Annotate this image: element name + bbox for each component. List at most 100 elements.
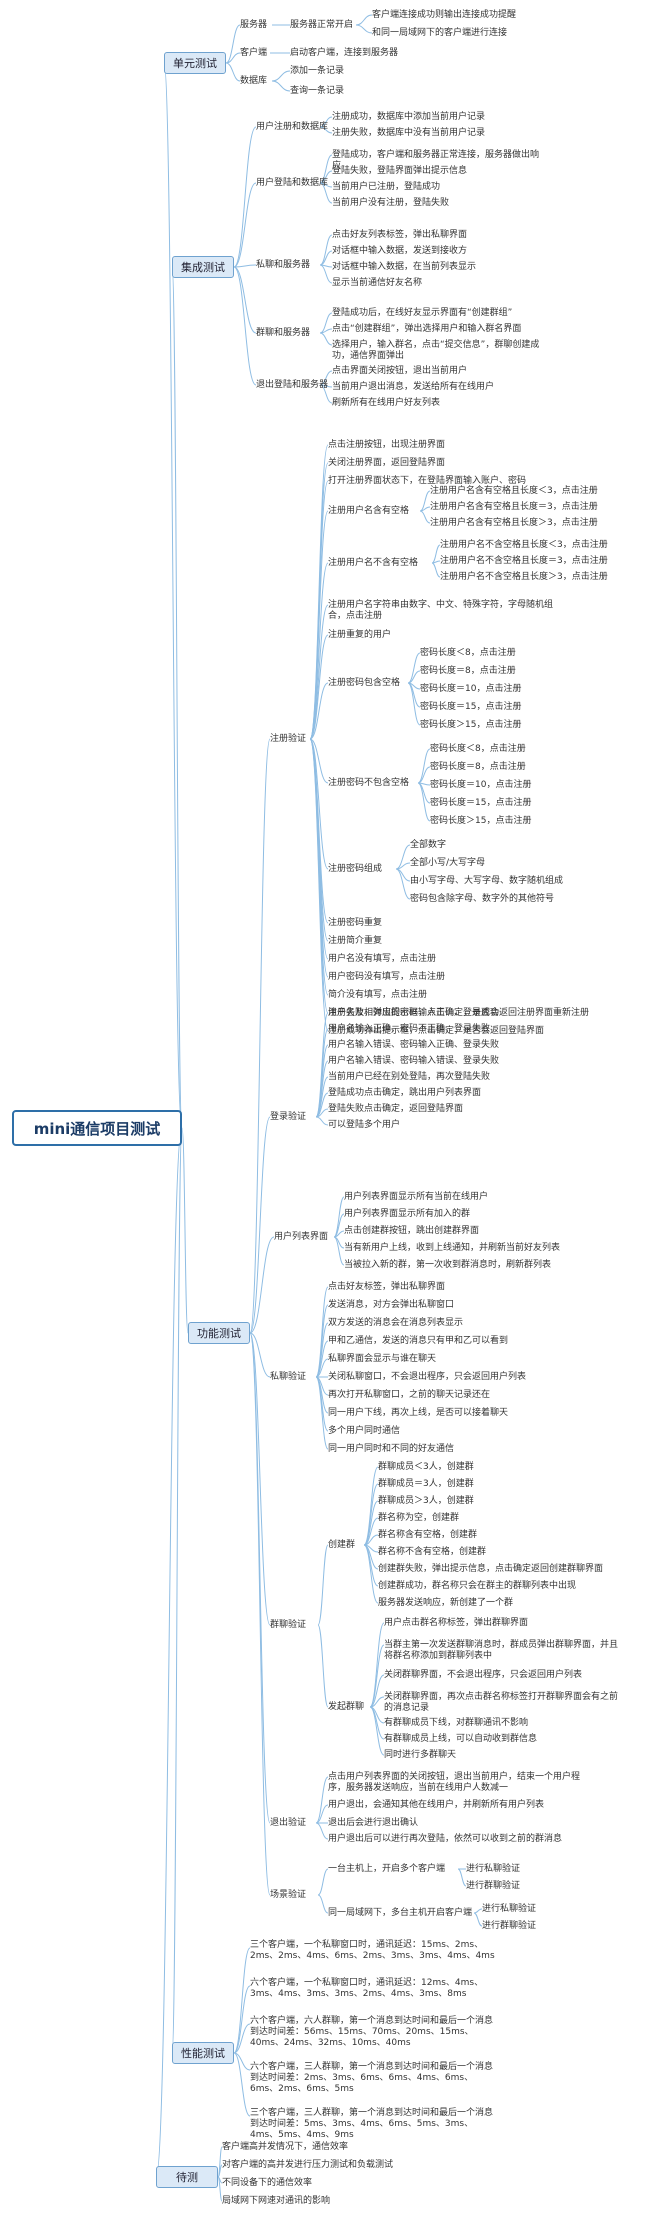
register-subgroup[interactable]: 注册用户名含有空格 [328,506,410,516]
integration-item[interactable]: 当前用户已注册，登陆成功 [332,182,441,192]
integration-item[interactable]: 刷新所有在线用户好友列表 [332,398,441,408]
group-create[interactable]: 创建群 [328,1540,356,1550]
group-create-item[interactable]: 创建群失败，弹出提示信息，点击确定返回创建群聊界面 [378,1564,604,1574]
register-item[interactable]: 用户名没有填写，点击注册 [328,954,437,964]
private-item[interactable]: 点击好友标签，弹出私聊界面 [328,1282,446,1292]
group-create-item[interactable]: 群聊成员＜3人，创建群 [378,1462,474,1472]
private-item[interactable]: 再次打开私聊窗口，之前的聊天记录还在 [328,1390,491,1400]
register-subitem[interactable]: 密码长度＝10，点击注册 [430,780,532,790]
register-item[interactable]: 注册成功弹出提示框，点击确定，是否会返回登陆界面 [328,1026,545,1036]
branch-unit-test[interactable]: 单元测试 [164,52,226,74]
integration-item[interactable]: 选择用户，输入群名，点击“提交信息”，群聊创建成功，通信界面弹出 [332,340,540,361]
branch-pending-test[interactable]: 待测 [156,2166,218,2188]
performance-item[interactable]: 六个客户端，一个私聊窗口时，通讯延迟：12ms、4ms、3ms、4ms、3ms、… [250,1978,484,1999]
register-subgroup[interactable]: 注册用户名不含有空格 [328,558,419,568]
logout-item[interactable]: 用户退出，会通知其他在线用户，并刷新所有用户列表 [328,1800,545,1810]
group-create-item[interactable]: 群聊成员＞3人，创建群 [378,1496,474,1506]
register-subitem[interactable]: 由小写字母、大写字母、数字随机组成 [410,876,564,886]
register-subitem[interactable]: 注册用户名不含空格且长度＝3，点击注册 [440,556,608,566]
register-item[interactable]: 注册简介重复 [328,936,383,946]
group-send-item[interactable]: 同时进行多群聊天 [384,1750,457,1760]
register-item[interactable]: 注册重复的用户 [328,630,392,640]
register-item[interactable]: 关闭注册界面，返回登陆界面 [328,458,446,468]
scenario-item[interactable]: 进行群聊验证 [482,1921,537,1931]
userlist-item[interactable]: 用户列表界面显示所有加入的群 [344,1209,471,1219]
register-subitem[interactable]: 密码长度＝15，点击注册 [430,798,532,808]
branch-integration-test[interactable]: 集成测试 [172,256,234,278]
integration-item[interactable]: 显示当前通信好友名称 [332,278,423,288]
register-item[interactable]: 注册密码重复 [328,918,383,928]
integration-item[interactable]: 点击“创建群组”，弹出选择用户和输入群名界面 [332,324,522,334]
group-send-item[interactable]: 当群主第一次发送群聊消息时，群成员弹出群聊界面，并且将群名称添加到群聊列表中 [384,1640,619,1661]
logout-group[interactable]: 退出验证 [270,1818,307,1828]
performance-item[interactable]: 三个客户端，一个私聊窗口时，通讯延迟：15ms、2ms、2ms、2ms、4ms、… [250,1940,495,1961]
register-subitem[interactable]: 密码长度＝8，点击注册 [430,762,526,772]
group-create-item[interactable]: 群名称含有空格，创建群 [378,1530,478,1540]
scenario-item[interactable]: 进行群聊验证 [466,1881,521,1891]
unit-db[interactable]: 数据库 [240,76,268,86]
private-item[interactable]: 同一用户同时和不同的好友通信 [328,1444,455,1454]
performance-item[interactable]: 六个客户端，六人群聊，第一个消息到达时间和最后一个消息到达时间差：56ms、15… [250,2016,494,2048]
integration-item[interactable]: 注册成功，数据库中添加当前用户记录 [332,112,486,122]
logout-item[interactable]: 用户退出后可以进行再次登陆，依然可以收到之前的群消息 [328,1834,563,1844]
integration-group[interactable]: 用户注册和数据库 [256,122,329,132]
private-item[interactable]: 甲和乙通信，发送的消息只有甲和乙可以看到 [328,1336,509,1346]
register-subitem[interactable]: 密码长度＝8，点击注册 [420,666,516,676]
integration-item[interactable]: 当前用户没有注册，登陆失败 [332,198,450,208]
private-group[interactable]: 私聊验证 [270,1372,307,1382]
userlist-item[interactable]: 用户列表界面显示所有当前在线用户 [344,1192,489,1202]
unit-client-item[interactable]: 启动客户端，连接到服务器 [290,48,399,58]
integration-item[interactable]: 对话框中输入数据，发送到接收方 [332,246,468,256]
private-item[interactable]: 同一用户下线，再次上线，是否可以接着聊天 [328,1408,509,1418]
group-send-item[interactable]: 关闭群聊界面，不会退出程序，只会返回用户列表 [384,1670,583,1680]
register-item[interactable]: 打开注册界面状态下，在登陆界面输入账户、密码 [328,476,527,486]
unit-server-sub[interactable]: 客户端连接成功则输出连接成功提醒 [372,10,517,20]
integration-item[interactable]: 当前用户退出消息，发送给所有在线用户 [332,382,495,392]
integration-group[interactable]: 私聊和服务器 [256,260,311,270]
register-subgroup[interactable]: 注册密码包含空格 [328,678,401,688]
scenario-group[interactable]: 场景验证 [270,1890,307,1900]
integration-item[interactable]: 点击好友列表标签，弹出私聊界面 [332,230,468,240]
group-create-item[interactable]: 群名称为空，创建群 [378,1513,460,1523]
pending-item[interactable]: 局域网下网速对通讯的影响 [222,2196,331,2206]
register-subitem[interactable]: 密码包含除字母、数字外的其他符号 [410,894,555,904]
root-node[interactable]: mini通信项目测试 [12,1110,182,1146]
unit-server-sub[interactable]: 和同一局域网下的客户端进行连接 [372,28,508,38]
pending-item[interactable]: 不同设备下的通信效率 [222,2178,313,2188]
login-item[interactable]: 当前用户已经在别处登陆，再次登陆失败 [328,1072,491,1082]
group-send-item[interactable]: 关闭群聊界面，再次点击群名称标签打开群聊界面会有之前的消息记录 [384,1692,619,1713]
group-send-item[interactable]: 有群聊成员下线，对群聊通讯不影响 [384,1718,529,1728]
integration-item[interactable]: 对话框中输入数据，在当前列表显示 [332,262,477,272]
integration-item[interactable]: 点击界面关闭按钮，退出当前用户 [332,366,468,376]
register-subitem[interactable]: 密码长度＝10，点击注册 [420,684,522,694]
private-item[interactable]: 双方发送的消息会在消息列表显示 [328,1318,464,1328]
login-item[interactable]: 登陆成功点击确定，跳出用户列表界面 [328,1088,482,1098]
branch-performance-test[interactable]: 性能测试 [172,2042,234,2064]
unit-db-item[interactable]: 添加一条记录 [290,66,345,76]
login-item[interactable]: 用户名输入正确、密码不正确、登录失败 [328,1024,491,1034]
logout-item[interactable]: 点击用户列表界面的关闭按钮，退出当前用户，结束一个用户程序，服务器发送响应，当前… [328,1772,581,1793]
register-item[interactable]: 注册用户名字符串由数字、中文、特殊字符，字母随机组合，点击注册 [328,600,554,621]
logout-item[interactable]: 退出后会进行退出确认 [328,1818,419,1828]
register-subitem[interactable]: 注册用户名含有空格且长度＝3，点击注册 [430,502,598,512]
register-subitem[interactable]: 注册用户名含有空格且长度＜3，点击注册 [430,486,598,496]
register-item[interactable]: 用户密码没有填写，点击注册 [328,972,446,982]
group-send[interactable]: 发起群聊 [328,1702,365,1712]
integration-item[interactable]: 登陆成功后，在线好友显示界面有“创建群组” [332,308,513,318]
register-subgroup[interactable]: 注册密码组成 [328,864,383,874]
userlist-item[interactable]: 当有新用户上线，收到上线通知，并刷新当前好友列表 [344,1243,561,1253]
integration-group[interactable]: 退出登陆和服务器 [256,380,329,390]
register-item[interactable]: 注册失败，弹出提示框，点击确定，是否会返回注册界面重新注册 [328,1008,590,1018]
register-subitem[interactable]: 密码长度＝15，点击注册 [420,702,522,712]
userlist-group[interactable]: 用户列表界面 [274,1232,329,1242]
performance-item[interactable]: 六个客户端，三人群聊，第一个消息到达时间和最后一个消息到达时间差：2ms、3ms… [250,2062,494,2094]
register-item[interactable]: 点击注册按钮，出现注册界面 [328,440,446,450]
login-item[interactable]: 用户名输入错误、密码输入正确、登录失败 [328,1040,500,1050]
performance-item[interactable]: 三个客户端，三人群聊，第一个消息到达时间和最后一个消息到达时间差：5ms、3ms… [250,2108,494,2140]
register-subitem[interactable]: 注册用户名含有空格且长度＞3，点击注册 [430,518,598,528]
register-subitem[interactable]: 密码长度＜8，点击注册 [420,648,516,658]
pending-item[interactable]: 对客户端的高并发进行压力测试和负载测试 [222,2160,394,2170]
group-create-item[interactable]: 创建群成功，群名称只会在群主的群聊列表中出现 [378,1581,577,1591]
login-item[interactable]: 登陆失败点击确定，返回登陆界面 [328,1104,464,1114]
private-item[interactable]: 私聊界面会显示与谁在聊天 [328,1354,437,1364]
